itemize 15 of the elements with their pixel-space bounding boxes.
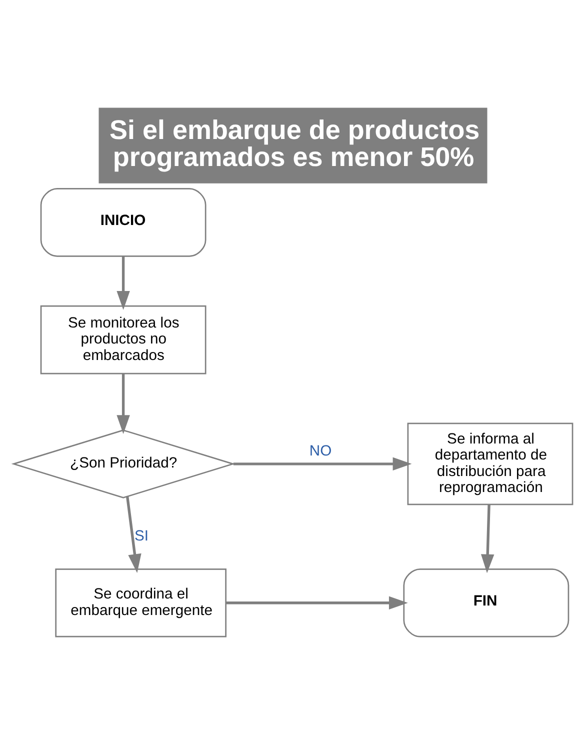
arrow	[233, 456, 412, 470]
node-diamond: ¿Son Prioridad?	[11, 429, 236, 498]
arrow	[116, 256, 130, 310]
arrow	[116, 373, 130, 434]
edge-label: SI	[134, 528, 149, 544]
arrow	[480, 504, 494, 573]
arrow	[226, 596, 408, 609]
node-box: FIN	[403, 568, 570, 637]
node-box: Se informa al departamento de distribución para reprogramación	[407, 422, 574, 505]
node-box: Se monitorea los productos no embarcados	[40, 304, 206, 374]
diagram-title: Si el embarque de productos programados es menor 50%	[110, 114, 480, 172]
arrow	[126, 496, 142, 573]
node-box: Se coordina el embarque emergente	[55, 568, 226, 637]
node-box: INICIO	[40, 188, 206, 256]
edge-label: NO	[309, 443, 332, 460]
